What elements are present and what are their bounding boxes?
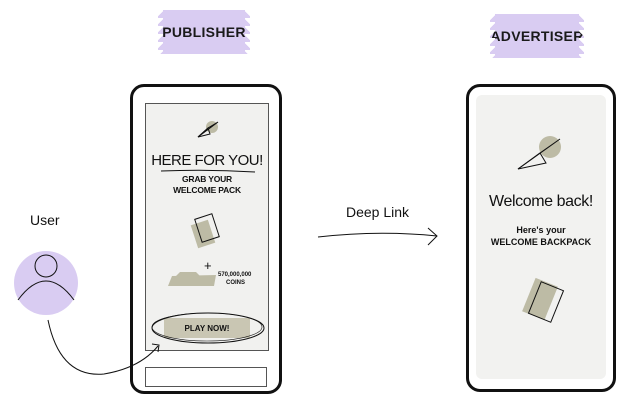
- publisher-ad-banner: [145, 367, 267, 387]
- paper-plane-icon: [517, 136, 561, 170]
- play-now-button[interactable]: PLAY NOW!: [164, 318, 250, 338]
- headline-underline: [160, 169, 256, 173]
- deep-link-label: Deep Link: [346, 204, 410, 220]
- plus-sign: +: [204, 258, 212, 273]
- welcome-headline: HERE FOR YOU!: [151, 152, 263, 169]
- welcome-back-title: Welcome back!: [489, 193, 593, 210]
- coins-label: COINS: [226, 280, 246, 286]
- publisher-tag-label: PUBLISHER: [162, 24, 246, 40]
- play-button-highlight: [151, 312, 265, 344]
- gift-box-icon: [522, 277, 565, 323]
- publisher-app-screen: HERE FOR YOU! GRAB YOUR WELCOME PACK + 5…: [145, 103, 269, 351]
- gift-box-icon: [190, 213, 220, 249]
- publisher-tag: PUBLISHER: [157, 10, 250, 54]
- coins-amount: 570,000,000: [218, 272, 252, 278]
- user-label: User: [30, 212, 60, 228]
- welcome-subline-2: WELCOME PACK: [173, 185, 241, 195]
- paper-plane-icon: [197, 121, 219, 138]
- coins-stack-icon: [168, 272, 216, 286]
- welcome-subline-1: GRAB YOUR: [182, 174, 232, 184]
- advertiser-tag-label: ADVERTISER: [490, 28, 584, 44]
- publisher-phone: HERE FOR YOU! GRAB YOUR WELCOME PACK + 5…: [130, 84, 282, 394]
- advertiser-phone: Welcome back! Here's your WELCOME BACKPA…: [466, 84, 616, 392]
- advertiser-tag: ADVERTISER: [489, 14, 584, 58]
- backpack-subline-2: WELCOME BACKPACK: [490, 237, 592, 247]
- advertiser-app-screen: Welcome back! Here's your WELCOME BACKPA…: [476, 95, 606, 379]
- backpack-subline-1: Here's your: [516, 225, 566, 235]
